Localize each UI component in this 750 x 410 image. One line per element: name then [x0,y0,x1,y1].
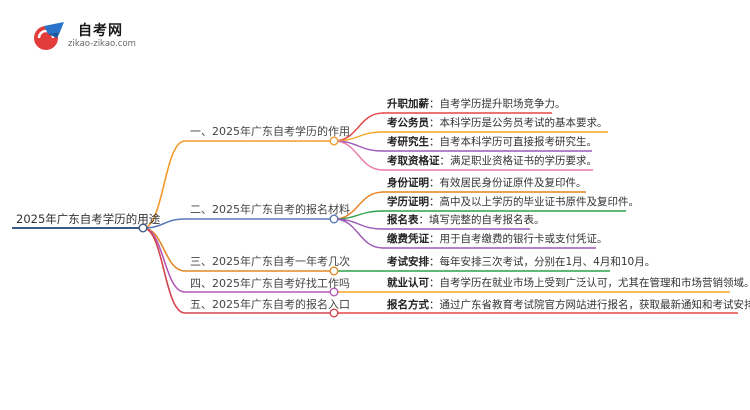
branch-3-label: 三、2025年广东自考一年考几次 [190,255,350,268]
leaf-b2-1: 身份证明：有效居民身份证原件及复印件。 [387,177,587,189]
branch-1-label: 一、2025年广东自考学历的作用 [190,125,350,138]
leaf-key: 考公务员 [387,117,429,129]
leaf-value: 每年安排三次考试，分别在1月、4月和10月。 [439,256,656,268]
branch-5-label: 五、2025年广东自考的报名入口 [190,298,350,311]
leaf-value: 自考本科学历可直接报考研究生。 [439,136,598,148]
root-knot [138,223,148,233]
logo-url: zikao-zikao.com [68,39,136,49]
leaf-b3-1: 考试安排：每年安排三次考试，分别在1月、4月和10月。 [387,256,656,268]
graduation-cap-icon [34,22,64,50]
branch-knot [329,287,339,297]
leaf-value: 满足职业资格证书的学历要求。 [450,155,597,167]
leaf-value: 通过广东省教育考试院官方网站进行报名，获取最新通知和考试安排。 [439,299,750,311]
logo-title: 自考网 [78,23,123,39]
leaf-value: 填写完整的自考报名表。 [429,214,545,226]
leaf-b5-1: 报名方式：通过广东省教育考试院官方网站进行报名，获取最新通知和考试安排。 [387,298,750,312]
leaf-b2-2: 学历证明：高中及以上学历的毕业证书原件及复印件。 [387,196,640,208]
leaf-key: 报名方式 [387,299,429,311]
leaf-key: 就业认可 [387,277,429,289]
branch-connector [142,227,186,314]
leaf-b2-4: 缴费凭证：用于自考缴费的银行卡或支付凭证。 [387,233,608,245]
leaf-b4-1: 就业认可：自考学历在就业市场上受到广泛认可，尤其在管理和市场营销领域。 [387,276,750,290]
leaf-b1-3: 考研究生：自考本科学历可直接报考研究生。 [387,136,598,148]
branch-2-label: 二、2025年广东自考的报名材料 [190,203,350,216]
leaf-value: 本科学历是公务员考试的基本要求。 [439,117,608,129]
leaf-key: 报名表 [387,214,419,226]
branch-connector [142,227,186,272]
leaf-value: 自考学历提升职场竞争力。 [439,98,566,110]
root-node-label: 2025年广东自考学历的用途 [16,212,161,226]
leaf-value: 自考学历在就业市场上受到广泛认可，尤其在管理和市场营销领域。 [439,277,750,289]
branch-4-label: 四、2025年广东自考好找工作吗 [190,277,350,290]
leaf-connector [333,218,384,249]
leaf-key: 考取资格证 [387,155,440,167]
leaf-key: 升职加薪 [387,98,429,110]
branch-connector [142,227,186,293]
branch-knot [329,214,339,224]
leaf-value: 用于自考缴费的银行卡或支付凭证。 [439,233,608,245]
leaf-connector [333,140,384,171]
leaf-key: 学历证明 [387,196,429,208]
leaf-key: 考试安排 [387,256,429,268]
leaf-key: 缴费凭证 [387,233,429,245]
leaf-key: 考研究生 [387,136,429,148]
leaf-key: 身份证明 [387,177,429,189]
leaf-b2-3: 报名表：填写完整的自考报名表。 [387,214,545,226]
branch-connector [142,140,186,229]
site-logo[interactable]: 自考网 zikao-zikao.com [28,18,228,58]
leaf-b1-4: 考取资格证：满足职业资格证书的学历要求。 [387,155,597,167]
branch-knot [329,308,339,318]
leaf-b1-2: 考公务员：本科学历是公务员考试的基本要求。 [387,117,608,129]
leaf-value: 有效居民身份证原件及复印件。 [439,177,587,189]
branch-connector [142,218,186,229]
branch-knot [329,266,339,276]
leaf-b1-1: 升职加薪：自考学历提升职场竞争力。 [387,98,566,110]
branch-knot [329,136,339,146]
leaf-value: 高中及以上学历的毕业证书原件及复印件。 [439,196,640,208]
